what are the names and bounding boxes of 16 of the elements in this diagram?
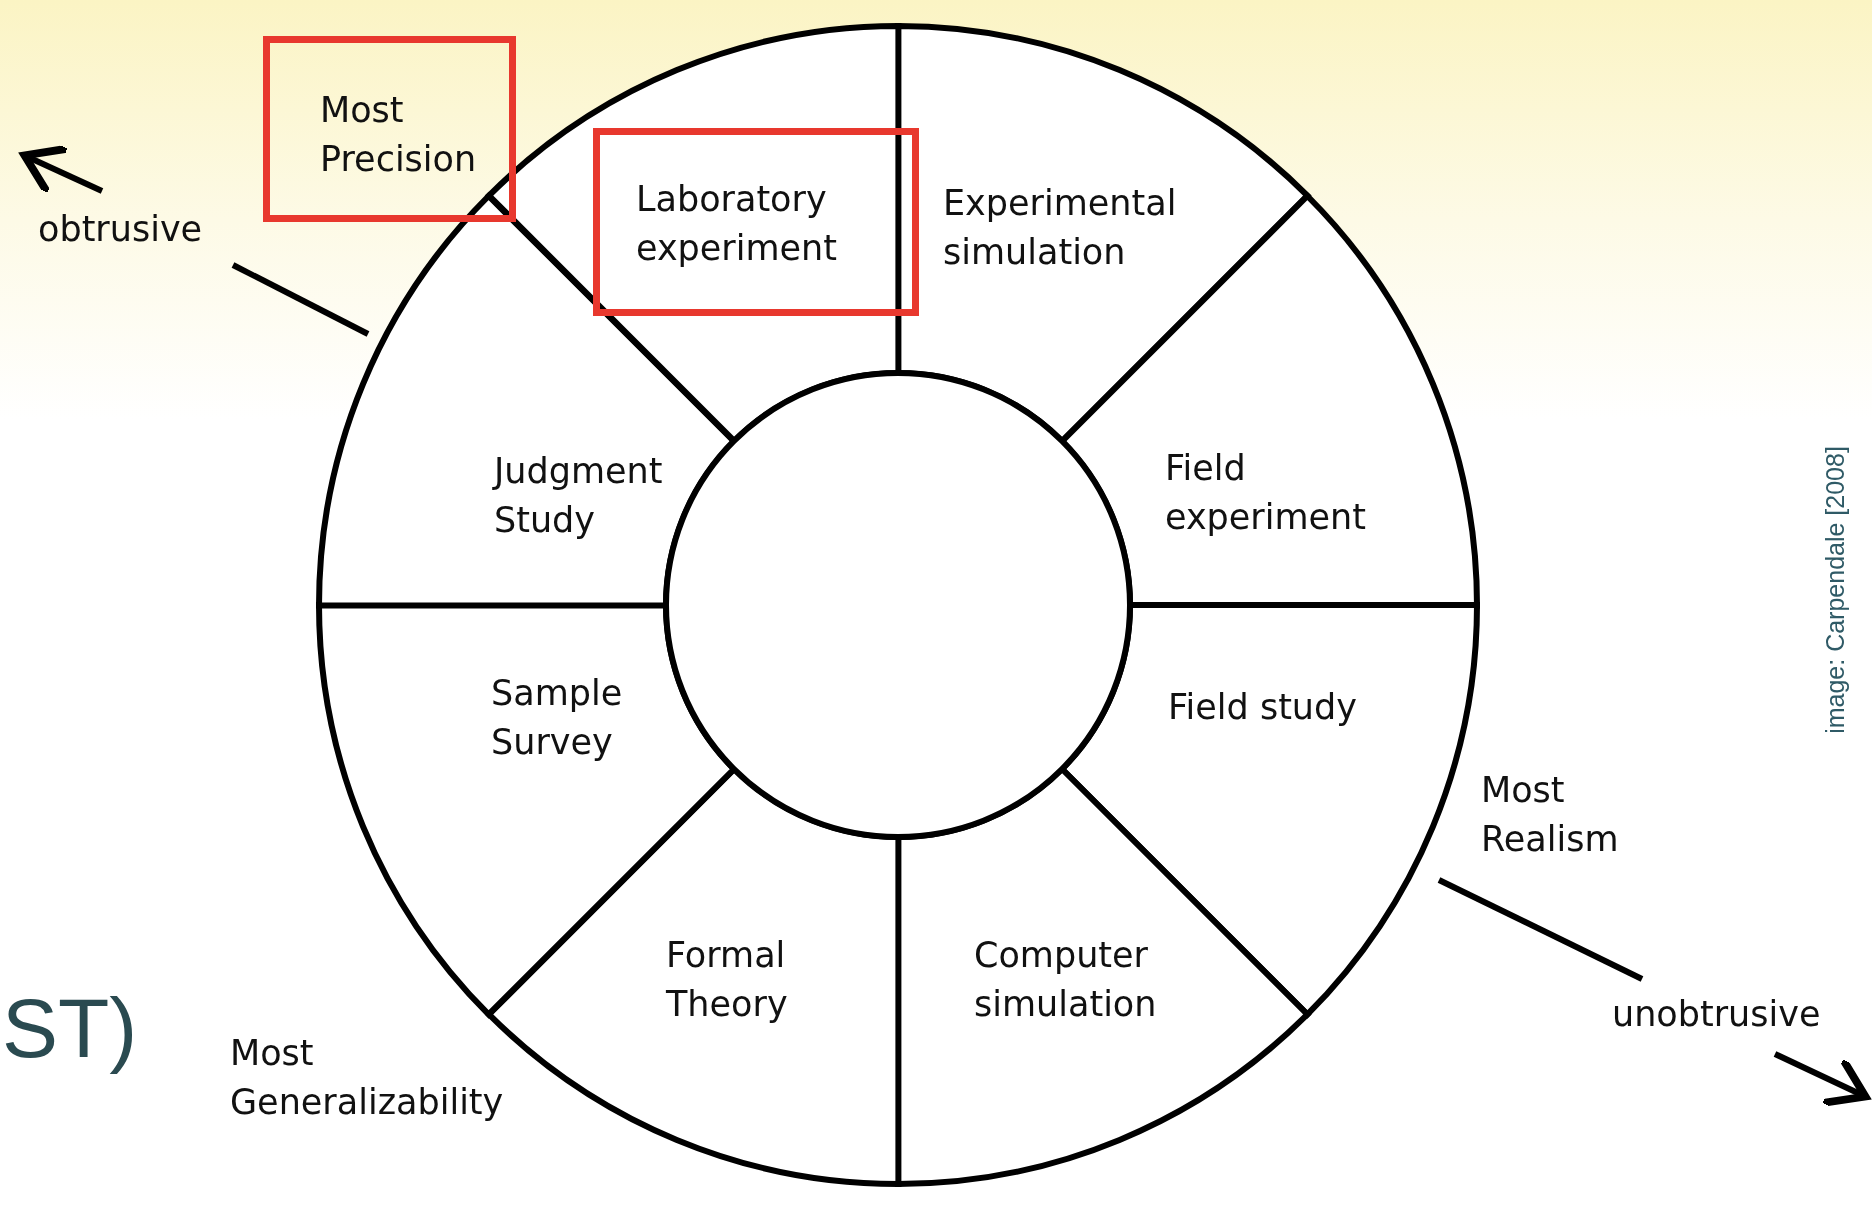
segment-label: Formal Theory [666,934,789,1026]
highlighted-label: Laboratory experiment [593,128,919,316]
image-credit: image: Carpendale [2008] [1820,446,1850,734]
segment-label: Field study [1168,686,1358,729]
segment-label: Sample Survey [491,672,624,764]
axis-label: obtrusive [38,208,203,251]
segment-label: Field experiment [1165,447,1367,539]
highlight-box [263,36,516,222]
cut-off-text: ST) [2,980,138,1076]
pole-label: Most Realism [1481,769,1620,861]
segment-label: Experimental simulation [943,182,1178,274]
axis-label: unobtrusive [1612,993,1821,1036]
segment-label: Judgment Study [494,450,664,542]
pole-label: Most Generalizability [230,1032,505,1124]
callout-label: Most Precision [320,89,478,181]
segment-label: Computer simulation [974,934,1158,1026]
